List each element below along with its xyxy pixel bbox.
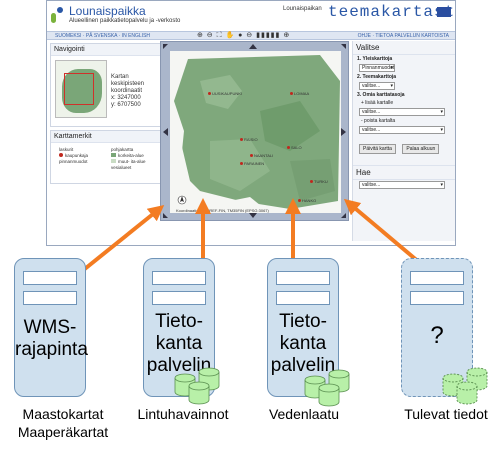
city-label: NAANTALI <box>250 153 273 158</box>
coord-x: x: 3247000 <box>111 95 141 101</box>
city-label: HANKO <box>298 198 316 203</box>
database-icon <box>174 367 220 405</box>
search-select[interactable]: valitse... <box>359 181 445 189</box>
center-coordinates-label: Kartan keskipisteen koordinaatit <box>111 74 145 94</box>
section-theme-maps: 2. Teemakarttoja <box>357 74 397 80</box>
city-label: LOIMAA <box>290 91 309 96</box>
database-server-birds: Tieto- kanta palvelin <box>143 258 215 397</box>
search-title: Hae <box>353 165 455 180</box>
general-map-select[interactable]: Pinnanmuodot <box>359 64 395 72</box>
wms-server: WMS- rajapinta <box>14 258 88 397</box>
caption-water-quality: Vedenlaatu <box>268 406 340 422</box>
city-label: PARAINEN <box>240 161 264 166</box>
pan-west-arrow-icon[interactable] <box>163 128 168 136</box>
legend-item: laskurit <box>59 147 74 152</box>
overview-minimap[interactable] <box>55 60 107 118</box>
main-map[interactable]: UUSIKAUPUNKI LOIMAA RAISIO NAANTALI SALO… <box>170 51 341 213</box>
city-label: UUSIKAUPUNKI <box>208 91 242 96</box>
legend-item: pohjakartta <box>111 147 134 152</box>
legend-item: korkeita-alue <box>118 153 144 158</box>
add-layer-select[interactable]: valitse... <box>359 108 445 116</box>
legend-item: muut- ita-alue <box>118 159 146 164</box>
minimap-extent-box[interactable] <box>64 73 94 105</box>
server-label: ? <box>430 322 444 349</box>
brand-title: teemakartasto <box>328 3 456 21</box>
reset-button[interactable]: Palaa alkuun <box>402 144 440 154</box>
database-server-water: Tieto- kanta palvelin <box>267 258 339 397</box>
map-toolbar[interactable]: ⊕ ⊖ ⛶ ✋ ● ⊖ ▮▮▮▮▮ ⊕ <box>197 32 291 39</box>
app-subtitle: Alueellinen paikkatietopalvelu ja -verko… <box>69 18 181 24</box>
pan-east-arrow-icon[interactable] <box>341 128 346 136</box>
top-navbar: SUOMEKSI · PÅ SVENSKA · IN ENGLISH ⊕ ⊖ ⛶… <box>47 31 455 40</box>
refresh-map-button[interactable]: Päivitä kartta <box>359 144 396 154</box>
legend-item: pinnanmuodot <box>59 159 88 164</box>
database-icon-dashed <box>442 367 488 405</box>
pan-south-arrow-icon[interactable] <box>249 213 257 218</box>
caption-future-data: Tulevat tiedot <box>404 406 488 422</box>
brand-small: Lounaispaikan <box>283 6 322 12</box>
lounaispaikka-logo-icon <box>51 7 65 23</box>
navigation-panel: Navigointi Kartan keskipisteen koordinaa… <box>50 43 166 127</box>
legend-panel: Karttamerkit laskurit kaupunkaja pinnanm… <box>50 130 166 184</box>
city-label: TURKU <box>310 179 328 184</box>
map-scale-text: Koordinaatisto: EUREF-FIN, TM35FIN (EPSG… <box>176 208 269 213</box>
server-label: Tieto- kanta palvelin <box>146 311 212 376</box>
map-frame: UUSIKAUPUNKI LOIMAA RAISIO NAANTALI SALO… <box>160 41 349 221</box>
help-links[interactable]: OHJE · TIETOA PALVELUN KARTOISTA <box>357 33 449 39</box>
app-title[interactable]: Lounaispaikka <box>69 4 146 18</box>
right-panel: Valitse 1. Yleiskarttoja Pinnanmuodot 2.… <box>352 41 455 241</box>
pan-northwest-arrow-icon[interactable] <box>163 44 168 49</box>
legend-item: kaupunkaja <box>65 153 89 158</box>
remove-layer-select[interactable]: valitse... <box>359 126 445 134</box>
pan-southeast-arrow-icon[interactable] <box>341 213 346 218</box>
caption-terrain-maps: Maastokartat Maaperäkartat <box>17 406 109 440</box>
city-label: SALO <box>287 145 302 150</box>
eu-flag-icon <box>437 7 451 17</box>
legend-title: Karttamerkit <box>51 131 165 143</box>
app-header: Lounaispaikka Alueellinen paikkatietopal… <box>47 1 455 31</box>
right-panel-title: Valitse <box>353 41 455 55</box>
caption-bird-observations: Lintuhavainnot <box>137 406 229 422</box>
left-column: Navigointi Kartan keskipisteen koordinaa… <box>50 43 166 243</box>
pan-northeast-arrow-icon[interactable] <box>341 44 346 49</box>
future-server: ? <box>401 258 473 397</box>
remove-layer-label: - poista kartalta <box>361 118 396 124</box>
add-layer-label: + lisää kartalle <box>361 100 394 106</box>
server-label: Tieto- kanta palvelin <box>270 311 336 376</box>
section-general-maps: 1. Yleiskarttoja <box>357 56 393 62</box>
section-own-layers: 3. Omia karttatasoja <box>357 92 405 98</box>
city-label: RAISIO <box>240 137 258 142</box>
app-screenshot: Lounaispaikka Alueellinen paikkatietopal… <box>46 0 456 246</box>
legend-item: vesialueet <box>111 165 132 170</box>
pan-north-arrow-icon[interactable] <box>249 44 257 49</box>
terrain-map <box>170 55 340 213</box>
theme-map-select[interactable]: valitse... <box>359 82 395 90</box>
navigation-title: Navigointi <box>51 44 165 56</box>
server-label: WMS- rajapinta <box>15 317 88 360</box>
database-icon <box>304 369 350 407</box>
language-links[interactable]: SUOMEKSI · PÅ SVENSKA · IN ENGLISH <box>55 33 151 39</box>
pan-southwest-arrow-icon[interactable] <box>163 213 168 218</box>
coord-y: y: 6707500 <box>111 102 141 108</box>
